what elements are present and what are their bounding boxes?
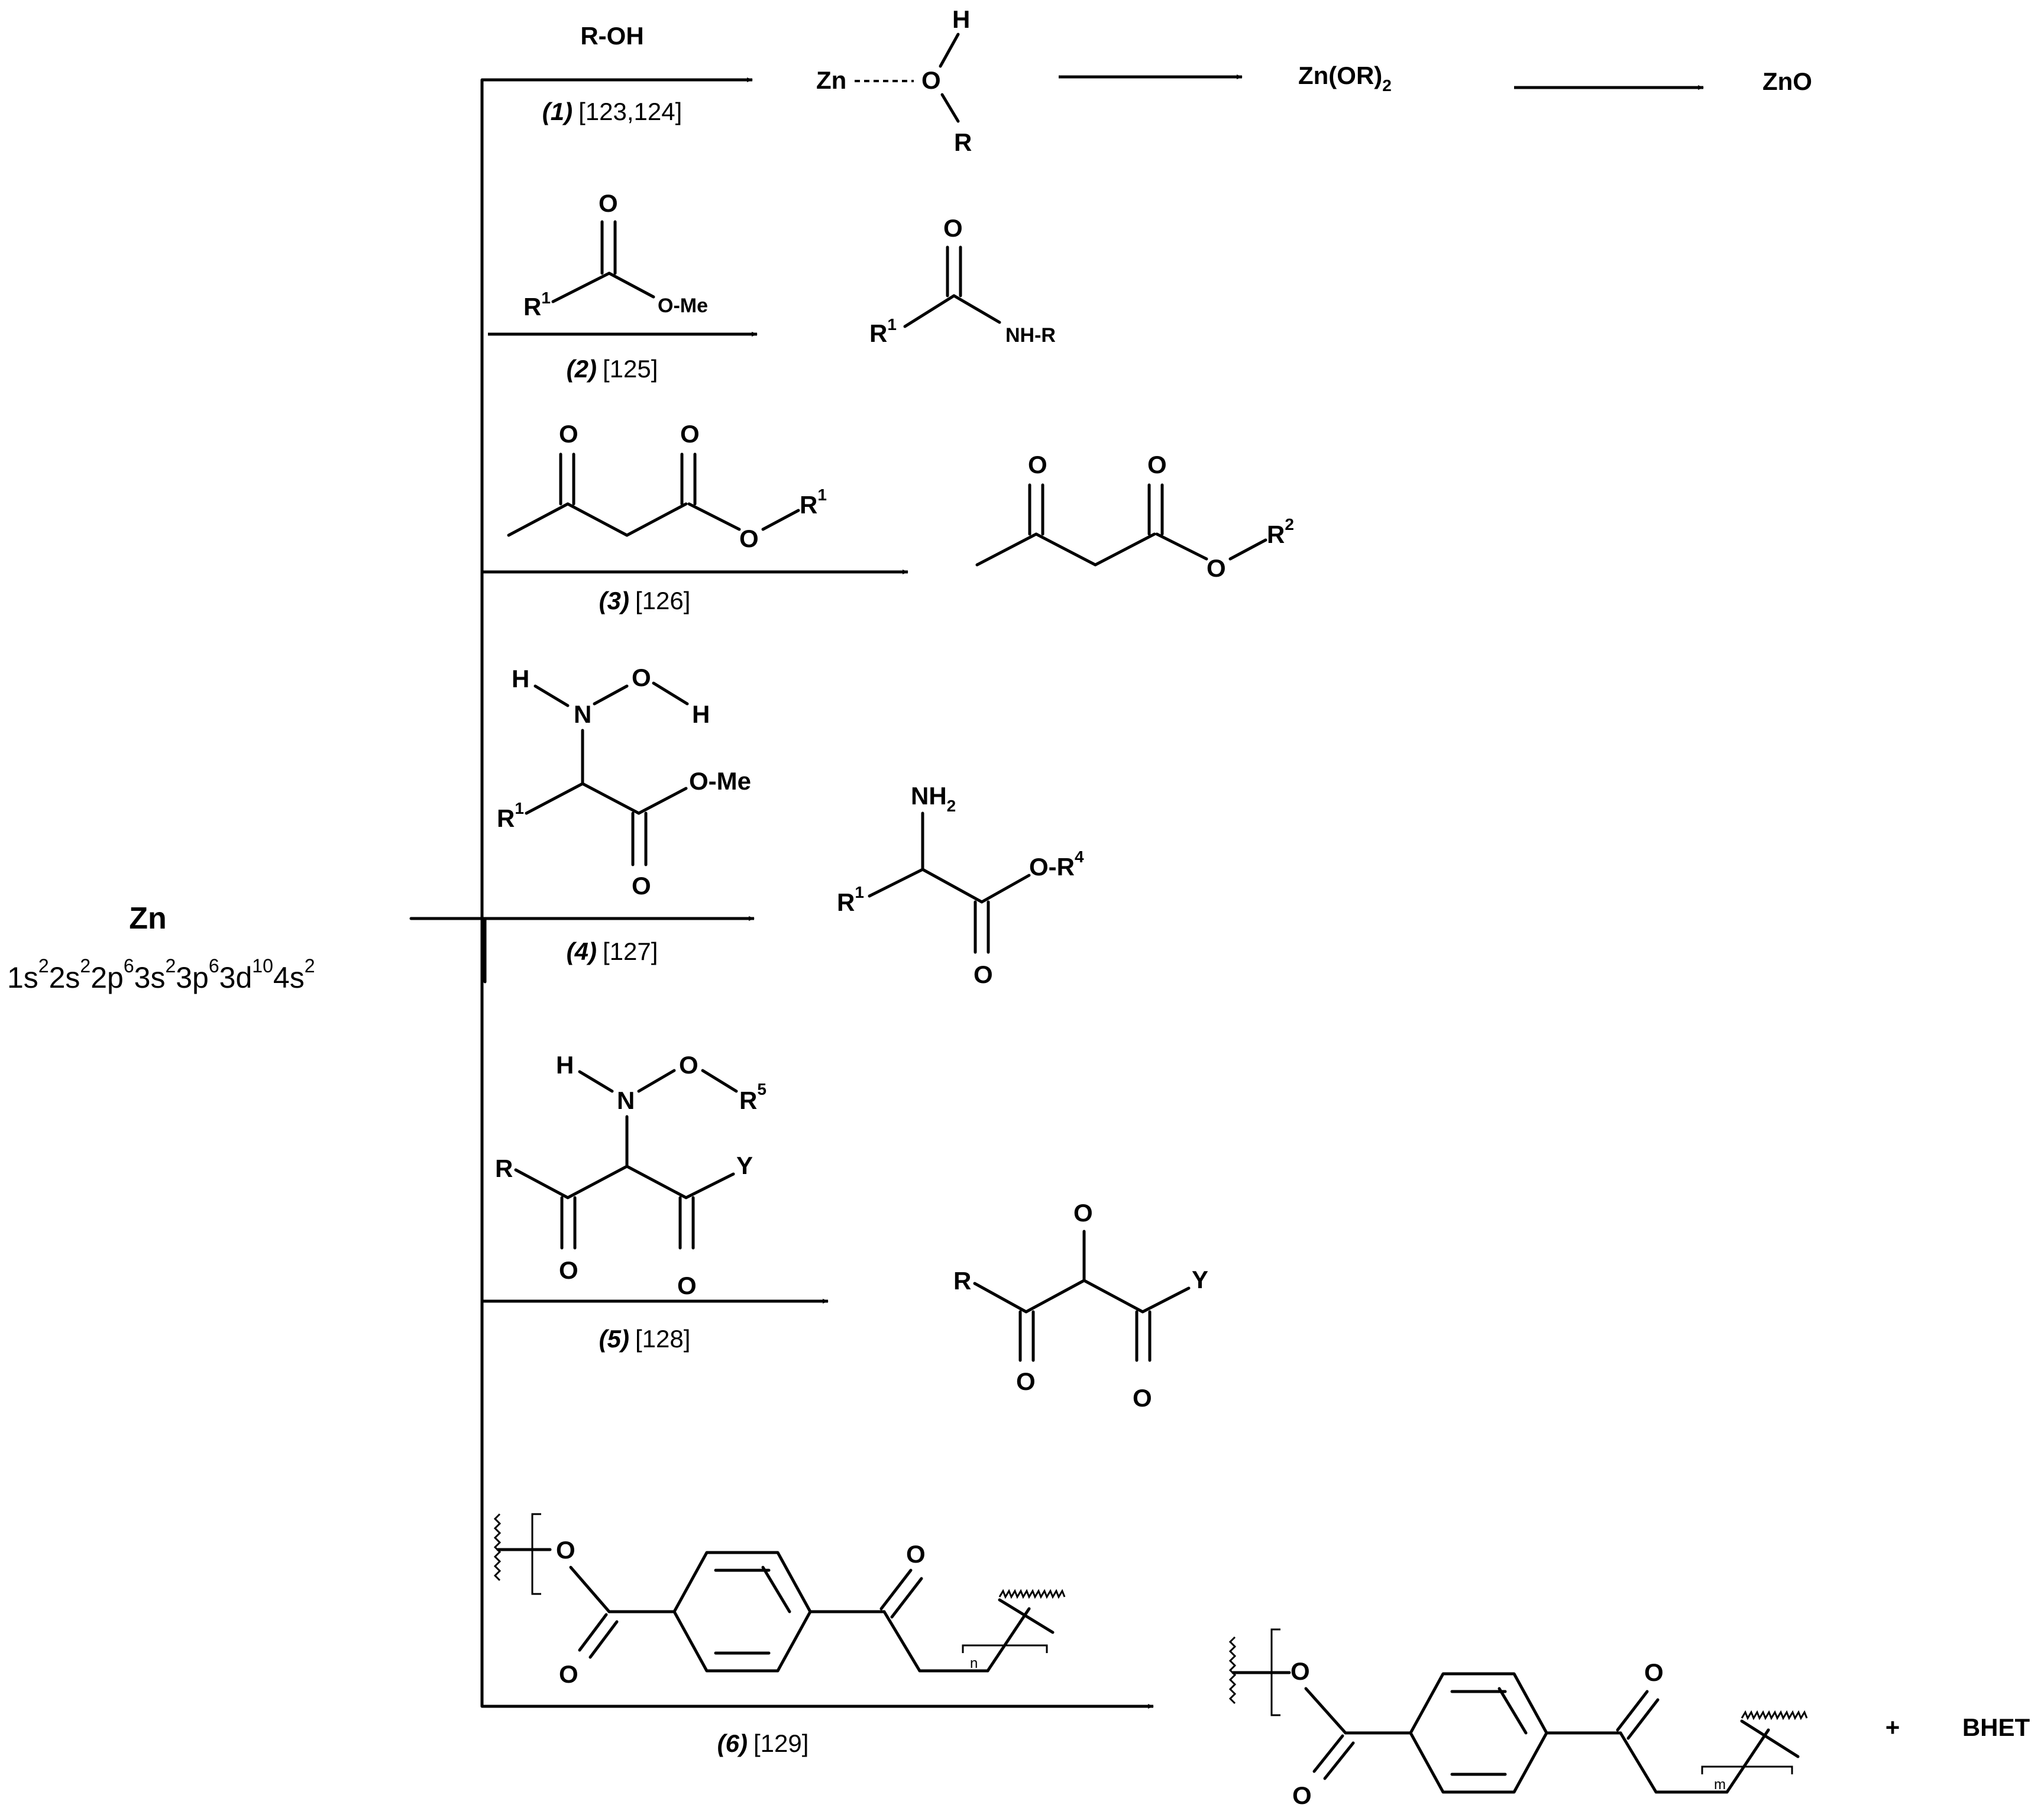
zinc-symbol: Zn — [129, 901, 167, 936]
reaction-6: (6)[129] O O O n — [482, 1513, 2030, 1809]
reaction-6-product-o-carbonyl: O — [1292, 1781, 1312, 1809]
reaction-5-product-o-top: O — [1073, 1199, 1093, 1227]
reaction-1-zno: ZnO — [1762, 67, 1812, 95]
reaction-4-product-or4: O-R4 — [1029, 848, 1084, 881]
reaction-6-caption: (6)[129] — [717, 1729, 809, 1757]
reaction-3-reagent-o2: O — [680, 420, 700, 448]
reaction-4-product-nh2: NH2 — [911, 782, 956, 815]
reaction-2-reagent-r: R1 — [523, 289, 551, 321]
reaction-1-o: O — [921, 66, 941, 94]
reaction-5-reagent-o1: O — [559, 1256, 578, 1284]
reaction-1-zn: Zn — [816, 66, 846, 94]
reaction-2-product-r: R1 — [869, 315, 897, 347]
reaction-6-reagent-n: n — [970, 1655, 978, 1671]
reaction-4-caption: (4)[127] — [567, 937, 658, 965]
reaction-5-reagent-r: R — [495, 1154, 513, 1182]
reaction-3-reagent-o1: O — [559, 420, 578, 448]
reaction-5: (5)[128] H N O R5 R Y O O O R Y O — [482, 1051, 1208, 1412]
reaction-4-reagent-h2: H — [692, 700, 710, 728]
reaction-3-reagent-o3: O — [739, 525, 759, 552]
reaction-5-reagent-n: N — [617, 1086, 635, 1114]
branch-trunk — [409, 78, 487, 1708]
reaction-6-product-o-ester: O — [1291, 1657, 1310, 1685]
reaction-2-product-o: O — [943, 214, 963, 242]
reaction-4: (4)[127] H N O H O-Me O R1 NH2 O-R4 O R1 — [485, 664, 1084, 988]
reaction-6-reagent-o-ketone: O — [906, 1540, 926, 1568]
reaction-6-reagent-o-carbonyl: O — [559, 1660, 578, 1688]
reaction-4-reagent-o-bottom: O — [632, 872, 651, 900]
reaction-4-reagent-n: N — [574, 700, 591, 728]
zinc-label: Zn 1s22s22p63s23p63d104s2 — [7, 901, 315, 994]
reaction-6-product-m: m — [1714, 1777, 1726, 1793]
reaction-5-reagent-h: H — [556, 1051, 574, 1079]
reaction-3-product-o2: O — [1147, 451, 1167, 478]
reaction-6-product-oligomer: O O O m — [1228, 1628, 1808, 1809]
reaction-5-caption: (5)[128] — [599, 1325, 691, 1353]
reaction-1-caption: (1)[123,124] — [542, 98, 683, 125]
electron-configuration: 1s22s22p63s23p63d104s2 — [7, 955, 315, 994]
reaction-4-reagent-r: R1 — [497, 799, 524, 832]
reaction-5-product-o1: O — [1016, 1367, 1036, 1395]
reaction-2-reagent-ome: O-Me — [658, 295, 708, 317]
reaction-5-product-r: R — [953, 1267, 971, 1295]
reaction-1: R-OH (1)[123,124] Zn O H R Zn(OR)2 ZnO — [482, 5, 1812, 156]
reaction-4-reagent-ome: O-Me — [689, 767, 751, 795]
reaction-4-reagent-o: O — [632, 664, 651, 691]
reaction-6-reagent-pet: O O O n — [493, 1513, 1066, 1688]
reaction-1-alkoxide: Zn(OR)2 — [1298, 62, 1392, 95]
reaction-6-reagent-o-ester: O — [556, 1536, 575, 1564]
reaction-4-product-r: R1 — [837, 883, 864, 916]
reaction-3-product-o1: O — [1028, 451, 1047, 478]
reaction-5-reagent-o2: O — [677, 1272, 697, 1299]
reaction-4-product-o-bottom: O — [974, 961, 993, 988]
reaction-5-product-o2: O — [1133, 1384, 1152, 1412]
reaction-6-product-o-ketone: O — [1644, 1658, 1664, 1686]
reaction-3-product-o3: O — [1207, 554, 1226, 582]
reaction-3: (3)[126] O O O R1 O O O R2 — [482, 420, 1294, 615]
reaction-5-reagent-y: Y — [736, 1152, 753, 1179]
reaction-1-reagent: R-OH — [580, 22, 643, 50]
reaction-1-h: H — [952, 5, 970, 33]
reaction-5-reagent-r5: R5 — [739, 1080, 767, 1114]
reaction-5-reagent-o: O — [679, 1051, 698, 1079]
reaction-3-product-r: R2 — [1267, 515, 1294, 548]
reaction-3-caption: (3)[126] — [599, 587, 691, 615]
reaction-2: (2)[125] O R1 O-Me O R1 NH-R — [488, 189, 1056, 383]
reaction-1-r: R — [954, 128, 972, 156]
reaction-6-bhet: BHET — [1962, 1713, 2030, 1741]
reaction-3-reagent-r: R1 — [800, 486, 827, 519]
reaction-6-plus: + — [1885, 1713, 1900, 1741]
reaction-2-caption: (2)[125] — [567, 355, 658, 383]
reaction-2-product-nhr: NH-R — [1005, 324, 1056, 347]
reaction-2-reagent-o: O — [599, 189, 618, 217]
reaction-4-reagent-h1: H — [512, 665, 529, 693]
reaction-5-product-y: Y — [1192, 1266, 1208, 1293]
